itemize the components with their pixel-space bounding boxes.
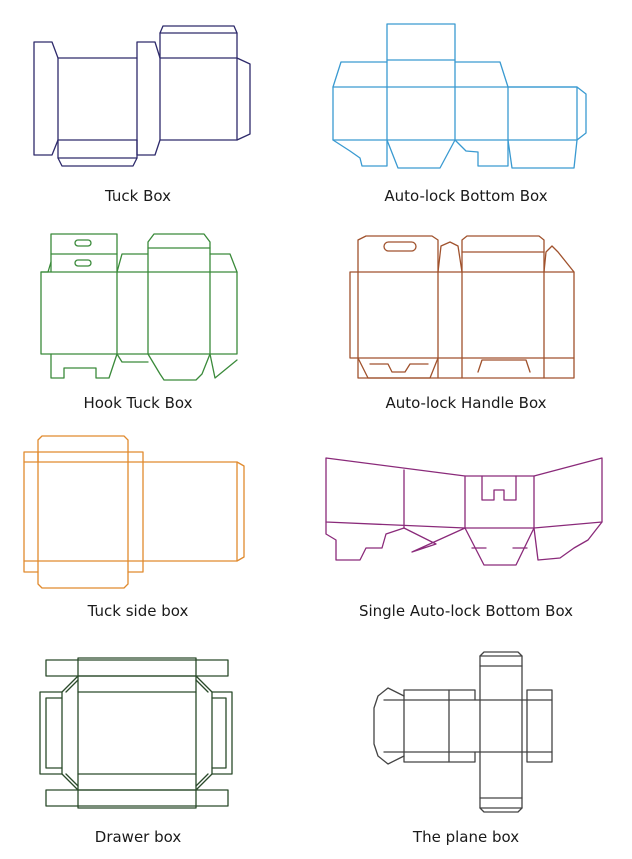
hook-tuck-box-dieline [40,233,238,381]
auto-lock-handle-box-label: Auto-lock Handle Box [385,394,546,412]
plane-box-label: The plane box [412,828,519,846]
auto-lock-bottom-box-dieline [332,23,587,169]
single-auto-lock-bottom-box-label: Single Auto-lock Bottom Box [359,602,573,620]
auto-lock-handle-box-dieline [349,235,575,379]
drawer-box-label: Drawer box [95,828,182,846]
tuck-box-dieline [33,25,251,167]
tuck-side-box-dieline [23,435,245,589]
plane-box-dieline [373,651,553,813]
tuck-box-label: Tuck Box [104,187,171,205]
diagram-plane-box: The plane box [373,651,553,846]
diagram-auto-lock-handle-box: Auto-lock Handle Box [349,235,575,412]
diagram-auto-lock-bottom-box: Auto-lock Bottom Box [332,23,587,205]
diagram-tuck-box: Tuck Box [33,25,251,205]
hook-tuck-box-label: Hook Tuck Box [83,394,192,412]
drawer-box-dieline [39,657,233,809]
diagram-tuck-side-box: Tuck side box [23,435,245,620]
diagram-hook-tuck-box: Hook Tuck Box [40,233,238,412]
tuck-side-box-label: Tuck side box [87,602,189,620]
diagram-single-auto-lock-bottom-box: Single Auto-lock Bottom Box [325,457,603,620]
auto-lock-bottom-box-label: Auto-lock Bottom Box [384,187,547,205]
single-auto-lock-bottom-box-dieline [325,457,603,566]
diagram-drawer-box: Drawer box [39,657,233,846]
